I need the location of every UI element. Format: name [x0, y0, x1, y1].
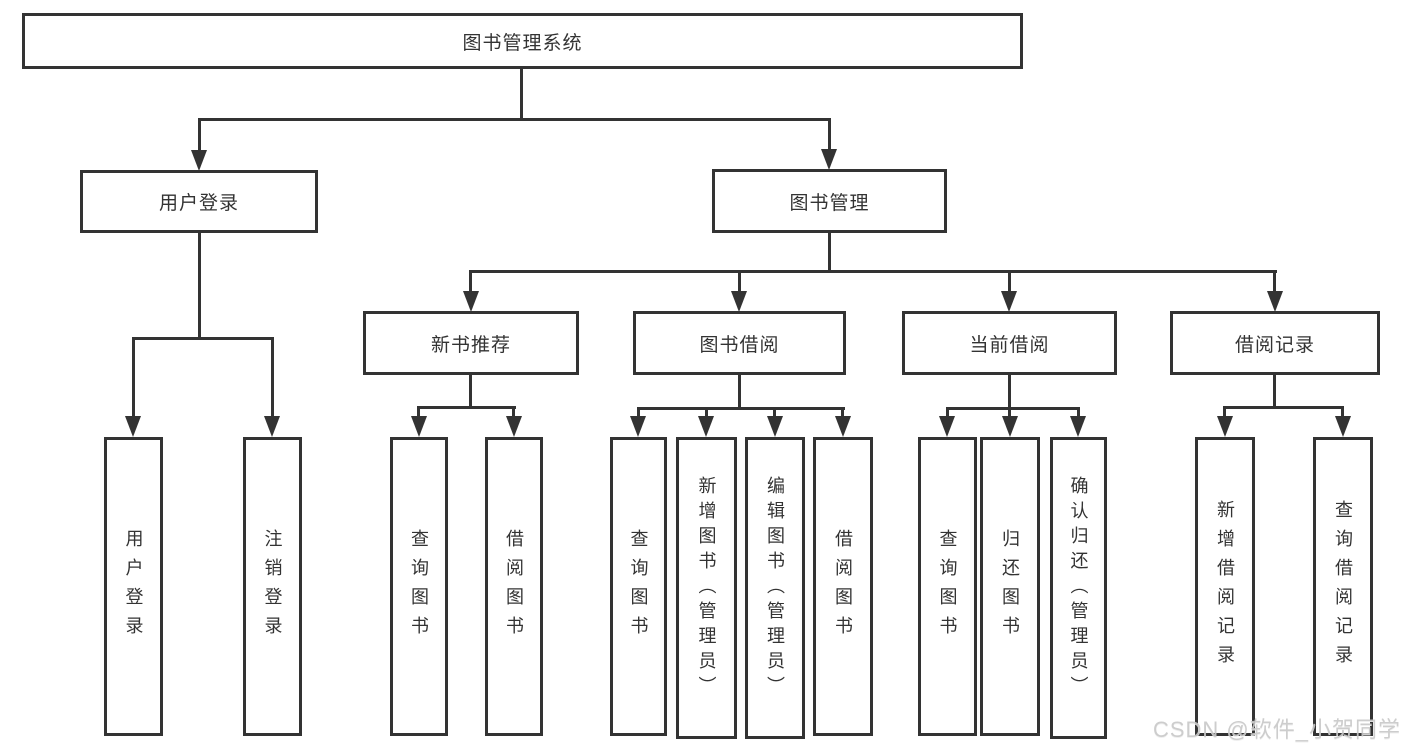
node-label: 新增图书（管理员）	[696, 475, 717, 701]
arrow-down-icon	[821, 149, 837, 170]
node-label: 当前借阅	[969, 334, 1050, 356]
node-label: 借阅记录	[1234, 334, 1315, 356]
node-label: 借阅图书	[833, 528, 853, 645]
connector-line	[637, 407, 640, 418]
node-label: 查询图书	[937, 528, 958, 645]
leaf-return-books: 归还图书	[980, 437, 1040, 736]
node-new-book-recommend: 新书推荐	[363, 311, 579, 375]
arrow-down-icon	[1267, 291, 1283, 312]
arrow-down-icon	[835, 416, 851, 437]
node-label: 查询图书	[409, 528, 429, 645]
leaf-query-books-current: 查询图书	[918, 437, 977, 736]
connector-line	[469, 270, 472, 293]
connector-line	[469, 375, 472, 406]
arrow-down-icon	[506, 416, 522, 437]
connector-line	[637, 407, 845, 410]
connector-line	[946, 407, 949, 418]
node-label: 用户登录	[158, 193, 239, 214]
connector-line	[1008, 407, 1011, 418]
connector-line	[946, 407, 1080, 410]
arrow-down-icon	[939, 416, 955, 437]
arrow-down-icon	[411, 416, 427, 437]
node-book-management: 图书管理	[712, 169, 947, 233]
node-label: 编辑图书（管理员）	[765, 475, 785, 701]
connector-line	[132, 337, 135, 418]
leaf-borrow-books: 借阅图书	[813, 437, 873, 736]
connector-line	[469, 270, 1277, 273]
node-book-borrowing: 图书借阅	[633, 311, 846, 375]
connector-line	[738, 270, 741, 293]
connector-line	[512, 406, 515, 418]
node-label: 归还图书	[1000, 528, 1020, 645]
connector-line	[1008, 375, 1011, 407]
node-label: 查询借阅记录	[1333, 499, 1353, 674]
node-label: 图书管理系统	[462, 32, 583, 54]
connector-line	[198, 233, 201, 337]
leaf-confirm-return-admin: 确认归还（管理员）	[1050, 437, 1107, 739]
connector-line	[1223, 406, 1344, 409]
arrow-down-icon	[630, 416, 646, 437]
arrow-down-icon	[731, 291, 747, 312]
arrow-down-icon	[1070, 416, 1086, 437]
connector-line	[1008, 270, 1011, 293]
connector-line	[1273, 375, 1276, 406]
connector-line	[1341, 406, 1344, 418]
arrow-down-icon	[1335, 416, 1351, 437]
connector-line	[773, 407, 776, 418]
connector-line	[417, 406, 516, 409]
connector-line	[828, 233, 831, 270]
node-label: 查询图书	[628, 528, 649, 645]
node-label: 用户登录	[123, 528, 144, 645]
csdn-watermark: CSDN @软件_小贺同学	[1152, 717, 1401, 742]
node-label: 确认归还（管理员）	[1068, 475, 1089, 701]
arrow-down-icon	[463, 291, 479, 312]
leaf-add-borrow-record: 新增借阅记录	[1195, 437, 1255, 736]
arrow-down-icon	[1002, 416, 1018, 437]
connector-line	[1273, 270, 1276, 293]
connector-line	[1077, 407, 1080, 418]
node-borrowing-records: 借阅记录	[1170, 311, 1380, 375]
arrow-down-icon	[1217, 416, 1233, 437]
connector-line	[841, 407, 844, 418]
connector-line	[271, 337, 274, 418]
leaf-query-books-borrowing: 查询图书	[610, 437, 667, 736]
connector-line	[198, 118, 831, 121]
arrow-down-icon	[125, 416, 141, 437]
node-library-management-system: 图书管理系统	[22, 13, 1023, 69]
node-label: 图书借阅	[699, 334, 780, 356]
connector-line	[198, 118, 201, 152]
node-label: 新书推荐	[430, 334, 511, 356]
node-label: 新增借阅记录	[1215, 499, 1235, 674]
leaf-logout: 注销登录	[243, 437, 302, 736]
connector-line	[828, 118, 831, 152]
connector-line	[1223, 406, 1226, 418]
node-label: 注销登录	[262, 528, 283, 645]
connector-line	[738, 375, 741, 407]
node-label: 借阅图书	[504, 528, 524, 645]
node-current-borrowing: 当前借阅	[902, 311, 1117, 375]
node-user-login: 用户登录	[80, 170, 318, 233]
arrow-down-icon	[264, 416, 280, 437]
leaf-user-login: 用户登录	[104, 437, 163, 736]
node-label: 图书管理	[789, 192, 870, 214]
connector-line	[520, 69, 523, 118]
connector-line	[705, 407, 708, 418]
leaf-add-book-admin: 新增图书（管理员）	[676, 437, 737, 739]
arrow-down-icon	[1001, 291, 1017, 312]
leaf-borrow-books-recommend: 借阅图书	[485, 437, 543, 736]
leaf-query-books-recommend: 查询图书	[390, 437, 448, 736]
connector-line	[417, 406, 420, 418]
arrow-down-icon	[698, 416, 714, 437]
connector-line	[132, 337, 274, 340]
arrow-down-icon	[767, 416, 783, 437]
arrow-down-icon	[191, 150, 207, 171]
leaf-query-borrow-record: 查询借阅记录	[1313, 437, 1373, 736]
leaf-edit-book-admin: 编辑图书（管理员）	[745, 437, 805, 739]
